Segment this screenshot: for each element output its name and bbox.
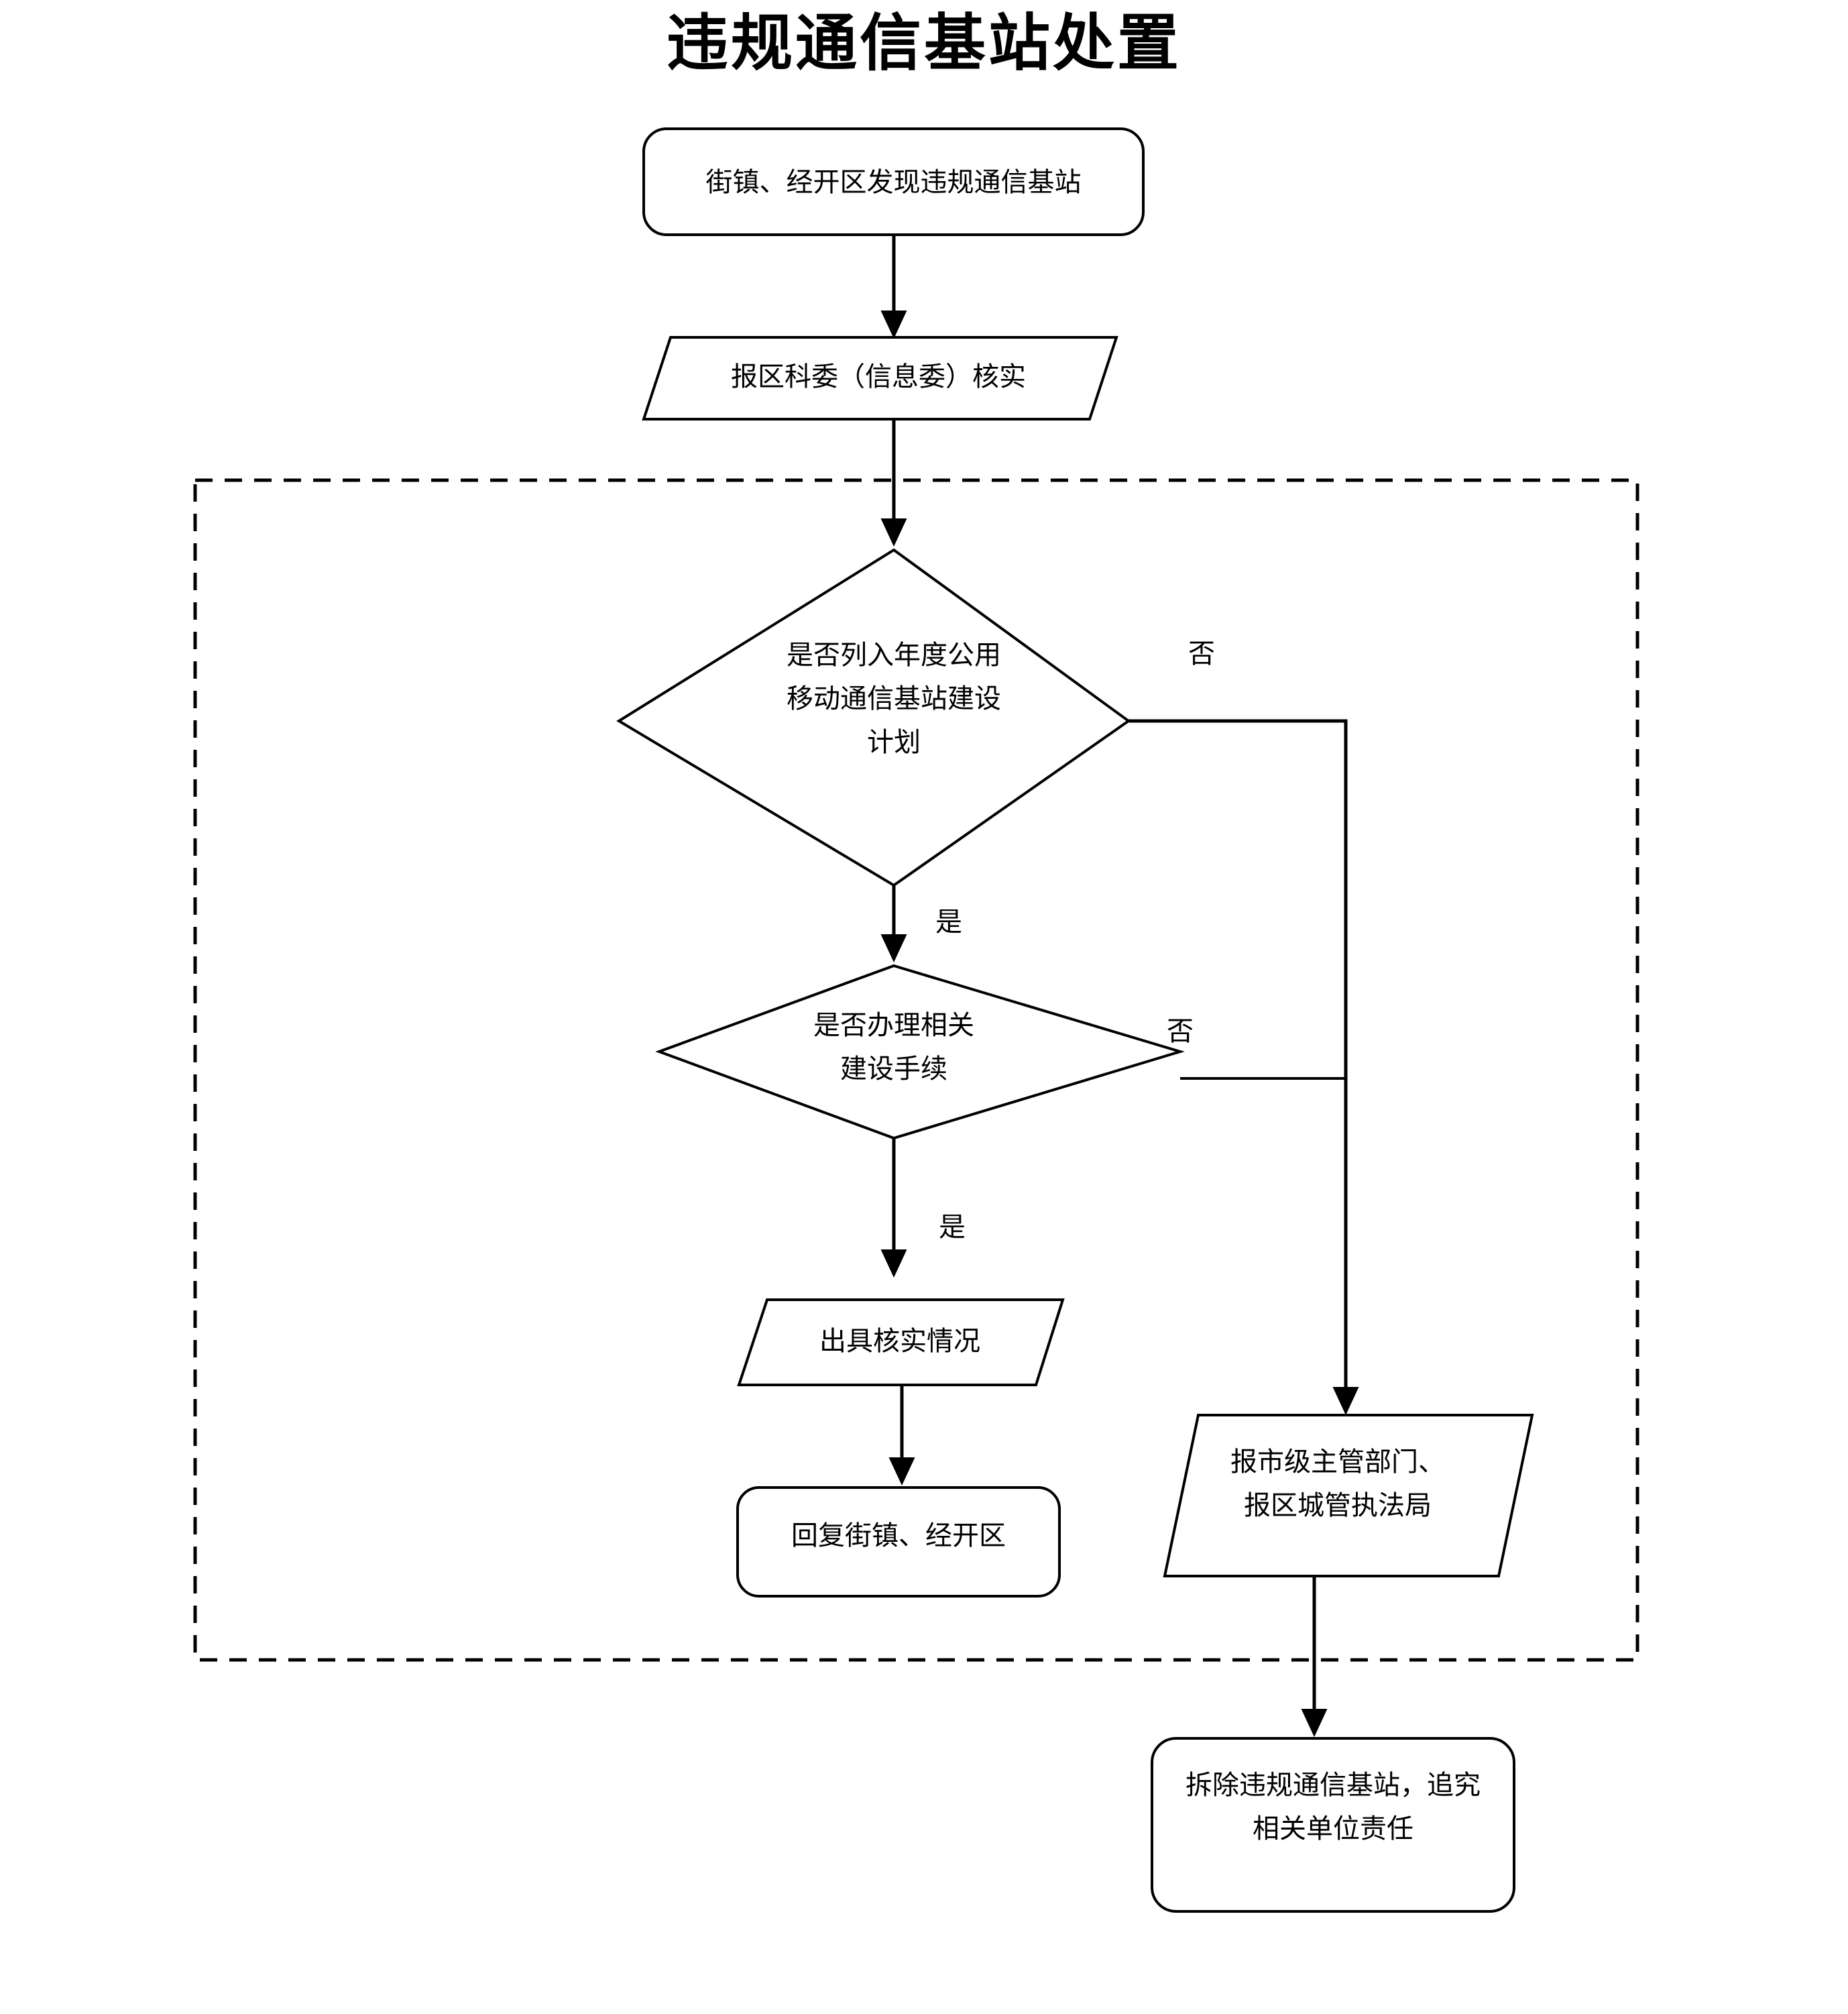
node-shape-issue-report — [737, 1298, 1065, 1386]
node-shape-escalate — [1163, 1414, 1534, 1577]
node-shape-reply — [736, 1486, 1061, 1598]
node-shape-demolish — [1151, 1737, 1515, 1913]
connector-n3-no — [1129, 719, 1359, 1415]
branch-label-d2-no: 否 — [1167, 1016, 1194, 1046]
node-shape-decision-permit — [655, 964, 1185, 1140]
branch-label-d2-yes: 是 — [939, 1212, 966, 1242]
dashed-group-boundary — [193, 478, 1639, 1662]
branch-label-d1-no: 否 — [1188, 638, 1215, 669]
node-shape-decision-plan — [616, 548, 1131, 887]
node-shape-report-verify — [642, 336, 1118, 421]
branch-label-d1-yes: 是 — [935, 907, 962, 937]
page-title: 违规通信基站处置 — [666, 7, 1181, 79]
node-shape-start — [642, 127, 1145, 236]
